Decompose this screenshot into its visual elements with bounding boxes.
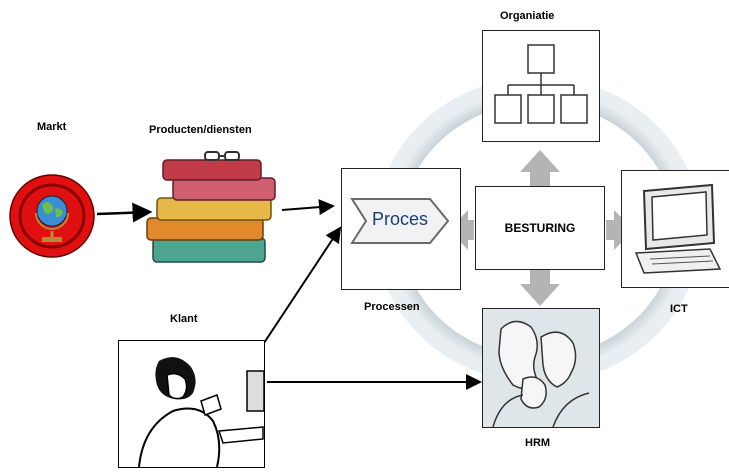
label-processen: Processen	[364, 301, 420, 313]
label-organisatie: Organiatie	[500, 10, 555, 22]
besturing-box: BESTURING	[475, 186, 605, 270]
arrow-besturing-hrm	[520, 268, 560, 306]
label-markt: Markt	[37, 121, 67, 133]
arrow-besturing-organisatie	[520, 150, 560, 186]
arrow-klant-proces	[263, 226, 342, 344]
customer-phone-icon	[138, 357, 265, 468]
people-icon	[483, 309, 599, 428]
org-image	[482, 30, 600, 142]
proces-arrow-label: Proces	[372, 209, 429, 229]
computer-icon	[634, 183, 722, 274]
label-ict: ICT	[670, 303, 688, 315]
proces-image: Proces	[341, 168, 461, 290]
arrow-producten-proces	[281, 199, 335, 216]
customer-image	[118, 340, 265, 468]
label-producten: Producten/diensten	[149, 124, 252, 136]
proces-arrow-icon	[350, 198, 450, 244]
arrow-besturing-ict	[606, 210, 634, 250]
ict-image	[621, 170, 729, 288]
hrm-image	[482, 308, 600, 428]
label-klant: Klant	[170, 313, 198, 325]
globe-icon	[9, 174, 95, 258]
org-chart-icon	[494, 44, 588, 124]
besturing-label: BESTURING	[504, 221, 576, 235]
arrow-markt-producten	[96, 202, 153, 223]
books-icon	[146, 151, 276, 263]
label-hrm: HRM	[525, 437, 551, 449]
arrow-besturing-proces	[449, 210, 474, 250]
